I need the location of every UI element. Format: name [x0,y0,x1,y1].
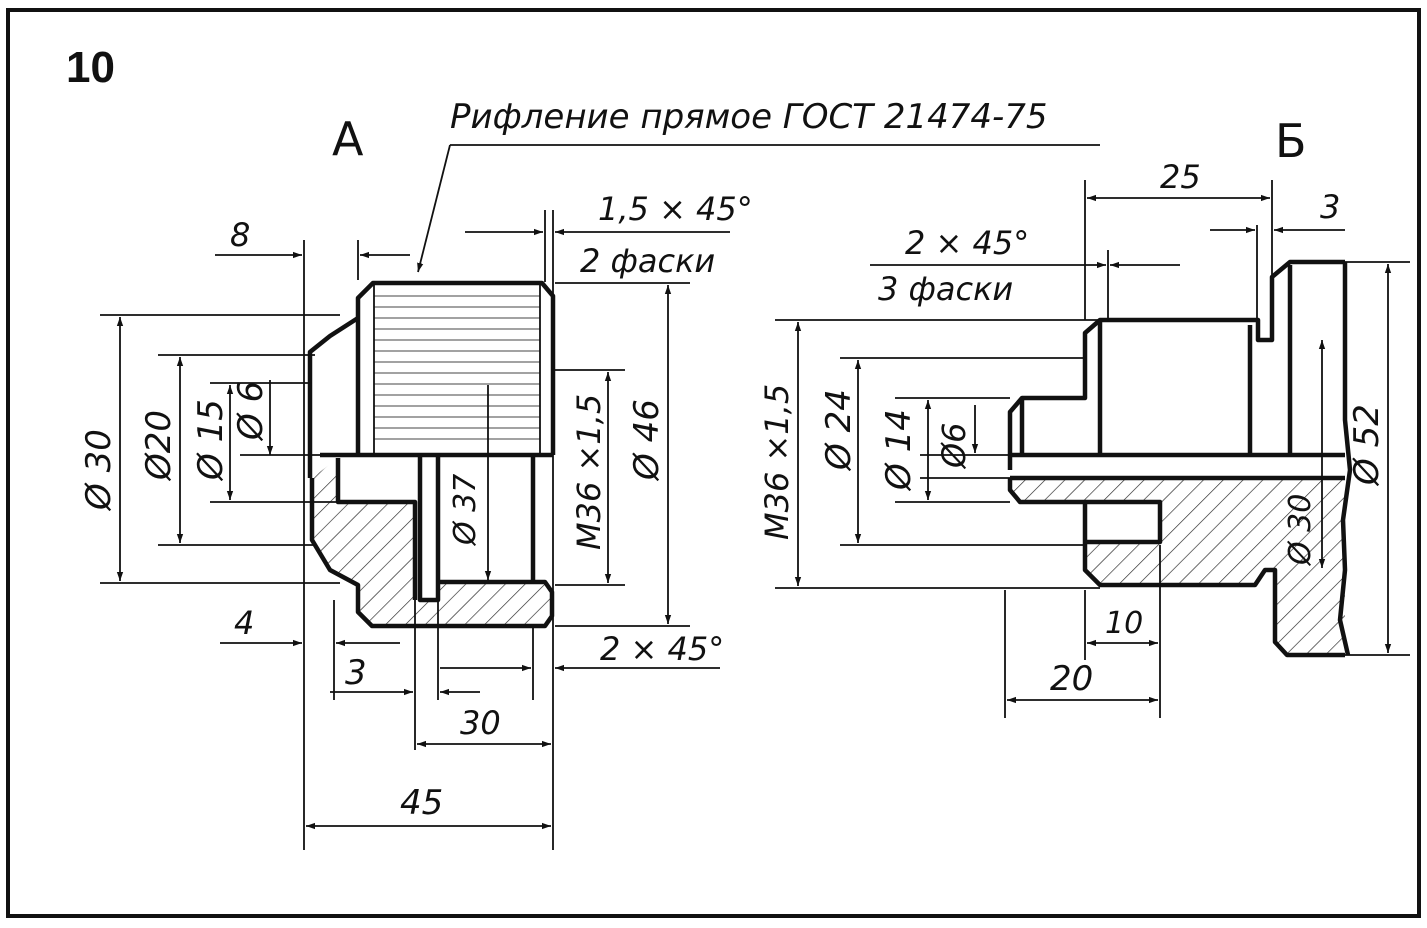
part-b-d52: Ø 52 [1347,404,1387,487]
part-b-upper-outline [1007,259,1345,470]
part-a: А [79,112,753,850]
note-leader-arrow [417,144,451,273]
part-b-thread: М36 ×1,5 [758,384,796,540]
part-b-label: Б [1275,114,1307,168]
part-a-l3: 3 [345,653,367,693]
part-a-d37: Ø 37 [448,474,483,547]
part-a-label: А [332,112,364,166]
part-a-extension-lines [100,210,690,850]
part-a-d46: Ø 46 [627,399,667,482]
part-a-d15: Ø 15 [191,399,231,482]
part-b-l25: 25 [1160,158,1201,196]
part-b-d6: Ø6 [935,422,973,470]
part-b-l20: 20 [1050,659,1093,699]
part-b-d30: Ø 30 [1283,494,1318,567]
part-a-thread: М36 ×1,5 [570,394,608,550]
part-b-lower-outline [1007,478,1345,658]
problem-number: 10 [66,43,115,92]
part-b-right-edge [1337,262,1353,656]
part-a-chamfer-bottom: 2 × 45° [600,630,724,668]
part-a-knurled-body [355,280,556,455]
part-b-extension-lines [775,180,1410,718]
part-b-section-hatch-body [1010,478,1345,585]
part-a-d6: Ø 6 [231,381,271,442]
part-b-chamfer: 2 × 45° [905,224,1029,262]
part-b-d14: Ø 14 [879,409,919,492]
part-b-bore-d14 [1085,499,1163,545]
part-a-d20: Ø20 [139,410,179,482]
part-a-chamfer-top: 1,5 × 45° [598,190,753,228]
part-a-chamfer-top-count: 2 фаски [580,242,715,280]
part-a-bore-d37 [417,455,441,603]
part-a-knurl-lines [374,295,540,440]
knurling-note: Рифление прямое ГОСТ 21474-75 [450,97,1048,137]
part-a-l45: 45 [400,783,443,823]
border-frame [6,8,1421,918]
part-a-d30: Ø 30 [79,429,119,512]
part-a-l4: 4 [234,604,254,642]
part-b-l10: 10 [1105,606,1143,641]
part-a-l30: 30 [460,704,501,742]
part-b-l3: 3 [1320,188,1340,226]
part-b: Б [758,114,1410,718]
part-b-section-hatch-flange [1275,570,1345,655]
part-a-bore-d6 [335,458,418,600]
part-a-section-outline [309,478,555,629]
part-a-l8: 8 [230,216,250,254]
part-b-chamfer-count: 3 фаски [878,270,1013,308]
part-a-left-cone [307,316,360,478]
part-b-d24: Ø 24 [819,389,859,472]
